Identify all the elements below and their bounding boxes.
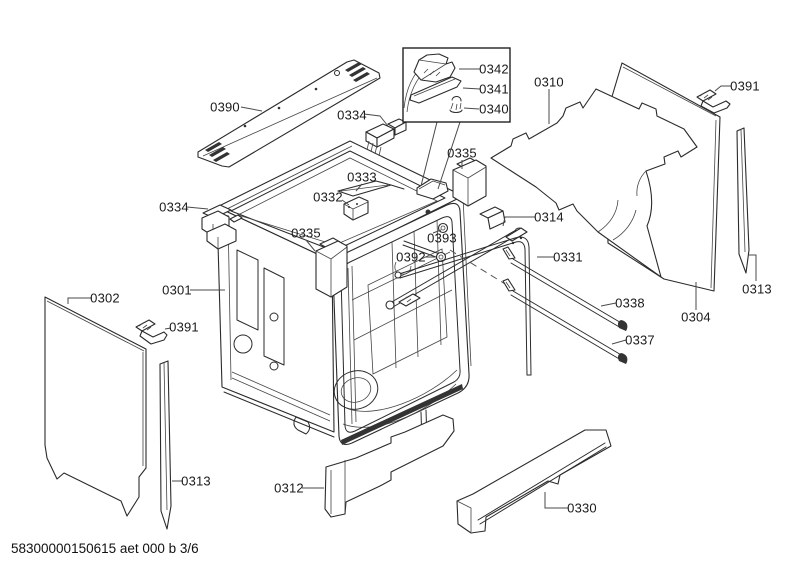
part-label-0310: 0310 [534, 74, 564, 90]
part-0335-right-bracket [452, 157, 487, 207]
part-label-0302: 0302 [90, 290, 120, 306]
part-label-0335-left: 0335 [291, 225, 321, 241]
part-label-0342: 0342 [479, 61, 509, 77]
part-label-0334-top: 0334 [337, 107, 367, 123]
part-label-0330: 0330 [567, 500, 597, 516]
part-label-0334-left: 0334 [159, 199, 189, 215]
tub-top-latch [416, 178, 506, 230]
part-0338-rail [449, 246, 628, 331]
part-label-0390: 0390 [210, 99, 240, 115]
part-label-0391-left: 0391 [169, 319, 199, 335]
part-label-0341: 0341 [479, 81, 509, 97]
part-label-0335-right: 0335 [447, 145, 477, 161]
inset-detail-box [402, 47, 511, 190]
part-label-0313-right: 0313 [742, 281, 772, 297]
part-label-0312: 0312 [274, 480, 304, 496]
part-0334-left-bracket [186, 204, 243, 250]
part-0312-base-insulation [302, 414, 455, 518]
part-label-0340: 0340 [479, 101, 509, 117]
part-label-0331: 0331 [553, 249, 583, 265]
part-label-0313-left: 0313 [181, 473, 211, 489]
part-0335-left-bracket [305, 237, 348, 298]
part-0302-rear-panel [44, 296, 147, 517]
part-label-0301: 0301 [162, 282, 192, 298]
part-0390-top-panel [197, 59, 381, 168]
part-label-0314: 0314 [534, 209, 564, 225]
part-0337-rail [502, 278, 628, 364]
part-0310-insulation [490, 88, 698, 278]
part-label-0392: 0392 [396, 249, 426, 265]
inset-part-0340 [449, 95, 463, 113]
part-label-0337: 0337 [625, 332, 655, 348]
part-0313-right-strip [736, 127, 757, 281]
part-0391-left-clip [135, 319, 172, 345]
part-label-0332: 0332 [313, 189, 343, 205]
part-label-0333: 0333 [347, 169, 377, 185]
inset-part-0342 [413, 53, 456, 83]
part-0392-rod [402, 222, 449, 263]
part-0331-frame [394, 236, 554, 376]
part-0313-left-strip [159, 360, 183, 530]
part-0330-bottom-rail [456, 429, 612, 534]
part-0391-right-clip [696, 85, 731, 114]
part-0332-latch [341, 196, 369, 221]
part-label-0393: 0393 [427, 230, 457, 246]
part-0334-top-bracket [363, 113, 407, 157]
part-label-0391-right: 0391 [730, 78, 760, 94]
part-label-0304: 0304 [681, 309, 711, 325]
inset-part-0341 [409, 76, 462, 104]
part-label-0338: 0338 [615, 295, 645, 311]
part-0333-bar [337, 180, 405, 197]
document-number: 58300000150615 aet 000 b 3/6 [11, 541, 199, 556]
